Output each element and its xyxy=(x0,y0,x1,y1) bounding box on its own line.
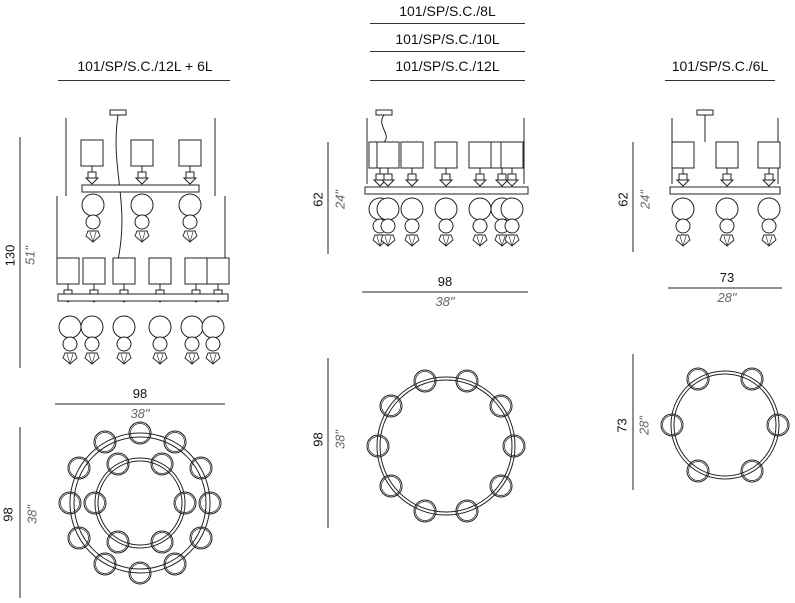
model-label-underline xyxy=(370,23,525,24)
height-cm-label: 62 xyxy=(615,192,631,207)
width-inch-label: 38" xyxy=(130,406,150,421)
plan-view-12l-6l xyxy=(58,421,222,585)
model-label-12l-6l: 101/SP/S.C./12L + 6L xyxy=(77,58,213,74)
model-label-6l: 101/SP/S.C./6L xyxy=(671,58,769,74)
height-inch-label: 51" xyxy=(22,245,38,266)
plan-view-8l-10l-12l xyxy=(366,369,526,523)
plan-cm-label: 98 xyxy=(0,507,16,522)
model-label-8l: 101/SP/S.C./8L xyxy=(399,3,496,19)
width-cm-label: 98 xyxy=(132,386,148,401)
model-label-underline xyxy=(665,80,775,81)
height-inch-label: 24" xyxy=(637,189,653,210)
elevation-12l-6l xyxy=(56,109,230,365)
plan-view-6l xyxy=(660,367,790,483)
plan-cm-label: 98 xyxy=(310,432,326,447)
model-label-underline xyxy=(370,51,525,52)
plan-inch-label: 38" xyxy=(24,504,40,525)
width-inch-label: 28" xyxy=(717,290,737,305)
model-label-underline xyxy=(370,80,525,81)
height-inch-label: 24" xyxy=(332,189,348,210)
width-cm-label: 98 xyxy=(437,274,453,289)
height-cm-label: 130 xyxy=(2,244,18,267)
plan-inch-label: 28" xyxy=(636,415,652,436)
height-cm-label: 62 xyxy=(310,192,326,207)
elevation-8l-10l-12l xyxy=(364,109,529,247)
model-label-10l: 101/SP/S.C./10L xyxy=(395,31,500,47)
width-inch-label: 38" xyxy=(435,294,455,309)
width-cm-label: 73 xyxy=(719,270,735,285)
model-label-12l: 101/SP/S.C./12L xyxy=(395,58,500,74)
model-label-underline xyxy=(58,80,230,81)
plan-inch-label: 38" xyxy=(332,429,348,450)
elevation-6l xyxy=(669,109,781,247)
plan-cm-label: 73 xyxy=(614,418,630,433)
